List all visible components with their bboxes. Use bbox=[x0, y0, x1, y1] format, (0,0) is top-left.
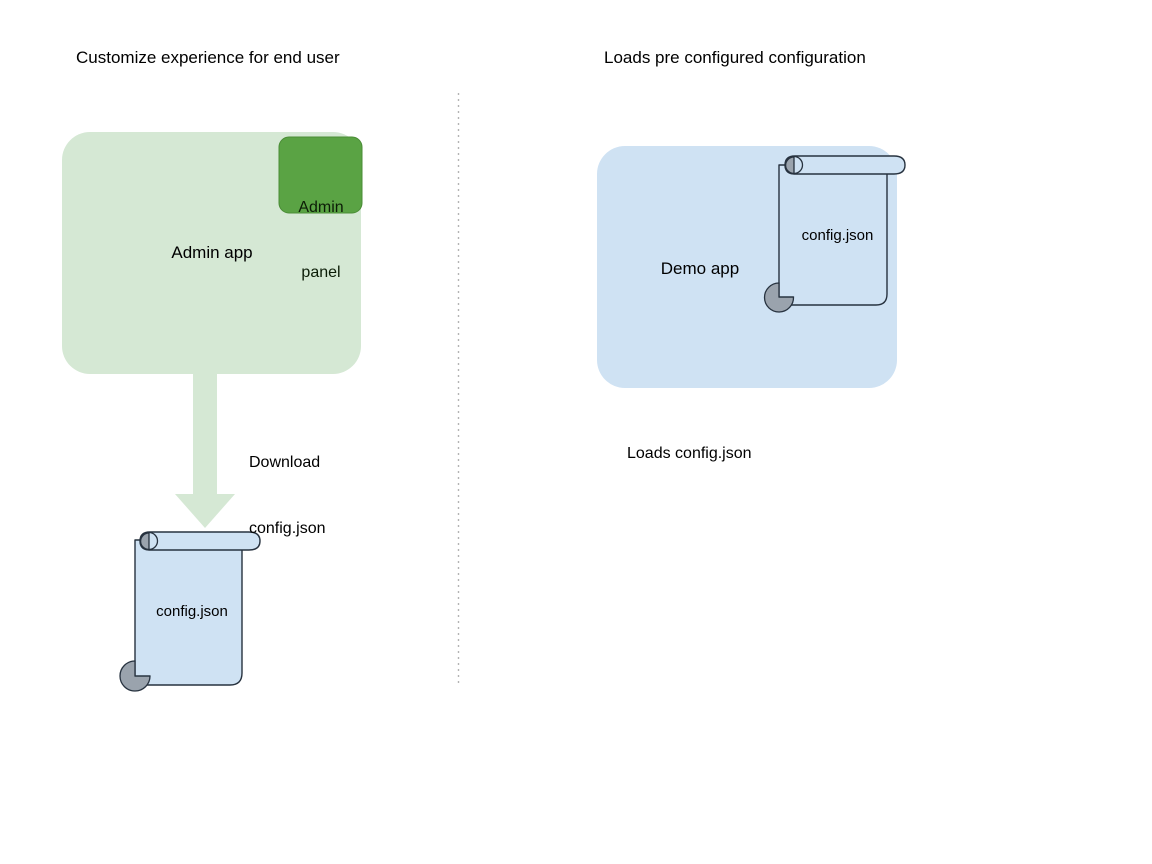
loads-config-caption: Loads config.json bbox=[627, 445, 752, 462]
right-panel-title: Loads pre configured configuration bbox=[604, 48, 866, 67]
download-edge-label-line1: Download bbox=[249, 454, 321, 472]
admin-app-label: Admin app bbox=[171, 243, 253, 262]
config-json-label-right: config.json bbox=[801, 227, 874, 244]
download-edge-label-line2: config.json bbox=[249, 520, 326, 538]
demo-app-label: Demo app bbox=[660, 259, 740, 278]
admin-panel-label: Admin panel bbox=[280, 154, 362, 327]
left-panel-title: Customize experience for end user bbox=[76, 48, 340, 67]
config-json-label-left: config.json bbox=[156, 603, 228, 620]
document-scroll-icon-left[interactable] bbox=[119, 531, 261, 692]
download-edge-label: Download config.json bbox=[249, 408, 326, 585]
arrow-down-icon bbox=[175, 372, 235, 528]
admin-panel-label-line2: panel bbox=[301, 263, 341, 281]
admin-panel-box[interactable] bbox=[278, 136, 363, 214]
document-scroll-icon-right[interactable] bbox=[763, 155, 906, 313]
admin-panel-label-line1: Admin bbox=[298, 199, 344, 217]
